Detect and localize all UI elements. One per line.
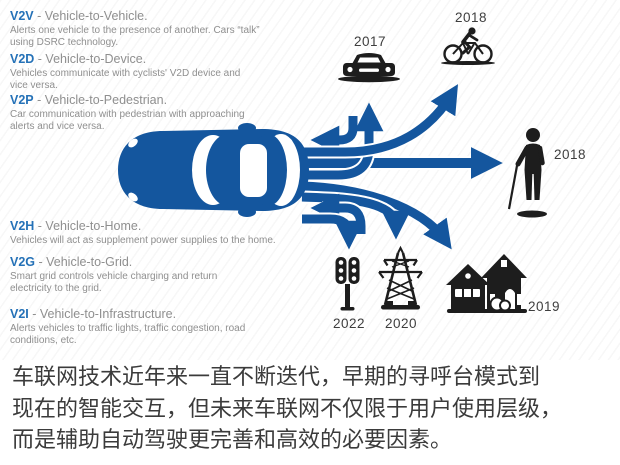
legend-code: V2H xyxy=(10,219,35,233)
arrow-to-cyclist xyxy=(302,84,459,159)
legend-title: V2P - Vehicle-to-Pedestrian. xyxy=(10,93,315,107)
legend-item-v2p: V2P - Vehicle-to-Pedestrian. Car communi… xyxy=(10,93,315,132)
legend-name: - Vehicle-to-Pedestrian. xyxy=(33,93,168,107)
legend-name: - Vehicle-to-Home. xyxy=(34,219,142,233)
legend-title: V2V - Vehicle-to-Vehicle. xyxy=(10,9,315,23)
caption-text: 车联网技术近年来一直不断迭代，早期的寻呼台模式到 现在的智能交互，但未来车联网不… xyxy=(12,364,563,452)
legend-item-v2g: V2G - Vehicle-to-Grid. Smart grid contro… xyxy=(10,255,315,294)
legend-title: V2G - Vehicle-to-Grid. xyxy=(10,255,315,269)
legend-title: V2H - Vehicle-to-Home. xyxy=(10,219,315,233)
legend-code: V2D xyxy=(10,52,35,66)
year-label-cyclist: 2018 xyxy=(454,10,488,25)
transmission-tower-icon xyxy=(378,245,423,310)
legend-name: - Vehicle-to-Device. xyxy=(34,52,147,66)
legend-code: V2P xyxy=(10,93,34,107)
legend-title: V2D - Vehicle-to-Device. xyxy=(10,52,315,66)
legend-item-v2d: V2D - Vehicle-to-Device. Vehicles commun… xyxy=(10,52,315,91)
legend-code: V2G xyxy=(10,255,36,269)
legend-title: V2I - Vehicle-to-Infrastructure. xyxy=(10,307,315,321)
v2x-arrows xyxy=(301,84,503,250)
legend-desc: Vehicles will act as supplement power su… xyxy=(10,235,276,246)
legend-name: - Vehicle-to-Vehicle. xyxy=(33,9,148,23)
year-label-power-grid: 2020 xyxy=(384,316,418,331)
legend-desc: Alerts one vehicle to the presence of an… xyxy=(10,25,260,48)
arrow-incoming-top xyxy=(310,116,360,155)
legend-desc: Alerts vehicles to traffic lights, traff… xyxy=(10,323,246,346)
arrow-to-home xyxy=(301,179,452,250)
legend-name: - Vehicle-to-Infrastructure. xyxy=(28,307,177,321)
connected-car-icon xyxy=(118,123,309,217)
legend-name: - Vehicle-to-Grid. xyxy=(35,255,133,269)
legend-item-v2v: V2V - Vehicle-to-Vehicle. Alerts one veh… xyxy=(10,9,315,48)
legend-desc: Smart grid controls vehicle charging and… xyxy=(10,271,218,294)
legend-desc: Car communication with pedestrian with a… xyxy=(10,109,245,132)
year-label-vehicle: 2017 xyxy=(353,34,387,49)
cyclist-icon xyxy=(441,27,495,65)
legend-item-v2i: V2I - Vehicle-to-Infrastructure. Alerts … xyxy=(10,307,315,346)
legend-item-v2h: V2H - Vehicle-to-Home. Vehicles will act… xyxy=(10,219,315,247)
legend-code: V2I xyxy=(10,307,29,321)
car-icon xyxy=(338,53,400,83)
year-label-traffic-light: 2022 xyxy=(332,316,366,331)
arrow-to-traffic-light xyxy=(302,212,364,250)
houses-icon xyxy=(446,254,527,313)
v2x-diagram-art xyxy=(118,27,547,313)
legend-desc: Vehicles communicate with cyclists' V2D … xyxy=(10,68,241,91)
year-label-home: 2019 xyxy=(528,299,561,314)
legend-code: V2V xyxy=(10,9,34,23)
traffic-light-icon xyxy=(335,257,360,311)
year-label-pedestrian: 2018 xyxy=(554,147,587,162)
pedestrian-with-cane-icon xyxy=(507,128,547,218)
